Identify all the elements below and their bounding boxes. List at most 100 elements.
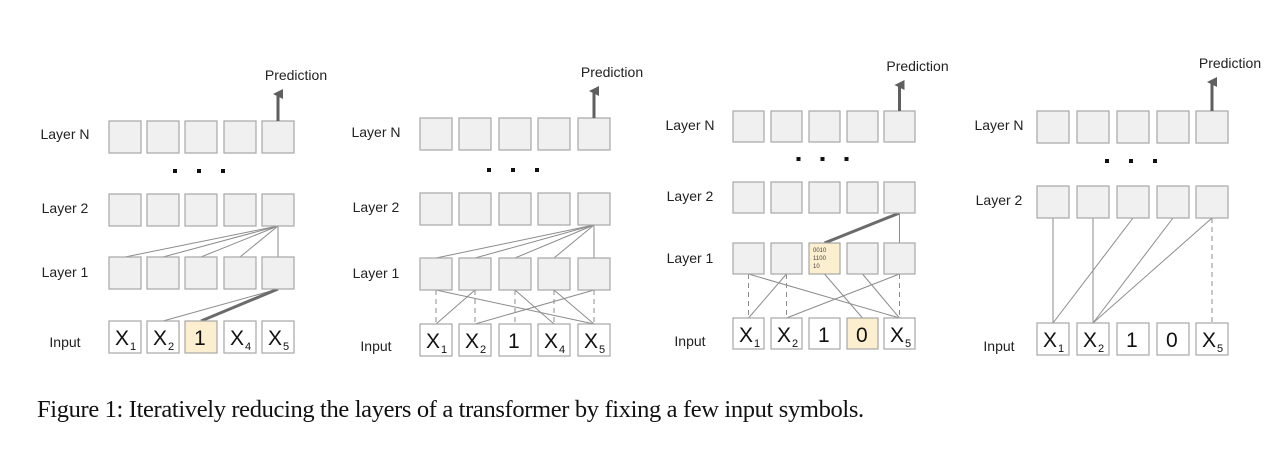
- cell-bit-text: 10: [813, 264, 820, 270]
- edge: [1052, 217, 1134, 324]
- layerN-cell: [108, 120, 142, 154]
- layerN-cell: [537, 117, 571, 151]
- input-cell: [537, 323, 571, 357]
- input-symbol: X: [153, 327, 167, 350]
- input-subscript: 5: [283, 341, 289, 353]
- ellipsis-dot: [1105, 159, 1109, 163]
- input-subscript: 1: [1058, 343, 1064, 355]
- layerN-cell: [1116, 110, 1150, 144]
- input-symbol: X: [115, 327, 129, 350]
- input-cell: [146, 320, 180, 354]
- layer1-cell: [770, 242, 803, 275]
- layer2-cell: [808, 181, 841, 214]
- row-label-layer1: Layer 1: [42, 264, 89, 280]
- layer1-cell: [108, 256, 142, 290]
- edge: [435, 289, 476, 325]
- edge: [786, 273, 900, 319]
- layer2-cell: [883, 181, 916, 214]
- layer1-cell: [498, 257, 532, 291]
- layer1-cell: [146, 256, 180, 290]
- edge: [124, 225, 279, 258]
- input-symbol: 1: [508, 330, 520, 353]
- ellipsis-dot: [796, 157, 801, 161]
- layerN-cell: [184, 120, 218, 154]
- layer1-cell: [261, 256, 295, 290]
- ellipsis-dot: [487, 168, 491, 172]
- input-cell: [1195, 322, 1229, 356]
- input-symbol: X: [890, 324, 904, 347]
- row-label-layerN: Layer N: [665, 117, 714, 133]
- input-symbol: X: [1043, 329, 1057, 352]
- layer2-cell: [1036, 185, 1070, 219]
- row-label-input: Input: [674, 333, 705, 349]
- layer1-cell: [223, 256, 257, 290]
- edge: [553, 224, 595, 259]
- row-label-layer1: Layer 1: [353, 265, 400, 281]
- edge: [474, 224, 595, 259]
- row-label-input: Input: [360, 338, 391, 354]
- input-cell: [458, 323, 492, 357]
- input-symbol: 0: [1166, 329, 1178, 352]
- layerN-cell: [577, 117, 611, 151]
- prediction-label: Prediction: [886, 58, 948, 74]
- layerN-cell: [223, 120, 257, 154]
- input-subscript: 5: [1217, 343, 1223, 355]
- input-subscript: 1: [130, 341, 136, 353]
- input-cell: [184, 320, 218, 354]
- edge: [1092, 217, 1174, 324]
- layer2-cell: [1195, 185, 1229, 219]
- input-symbol: X: [426, 330, 440, 353]
- edge: [748, 273, 787, 319]
- layer1-cell: [537, 257, 571, 291]
- edge: [435, 224, 595, 259]
- edge: [239, 225, 279, 258]
- input-subscript: 2: [792, 338, 798, 350]
- row-label-layerN: Layer N: [351, 124, 400, 140]
- layerN-cell: [458, 117, 492, 151]
- layerN-cell: [1156, 110, 1190, 144]
- input-subscript: 1: [441, 344, 447, 356]
- edge: [514, 224, 595, 259]
- layerN-cell: [883, 110, 916, 143]
- layer1-cell: [184, 256, 218, 290]
- layerN-cell: [498, 117, 532, 151]
- edge: [748, 273, 900, 319]
- cell-bit-text: 1100: [813, 256, 827, 262]
- input-cell: [1036, 322, 1070, 356]
- input-symbol: X: [268, 327, 282, 350]
- input-cell: [1076, 322, 1110, 356]
- layer1-cell: [577, 257, 611, 291]
- input-cell: [808, 317, 841, 350]
- input-subscript: 1: [754, 338, 760, 350]
- layer1-cell: [883, 242, 916, 275]
- prediction-label: Prediction: [581, 64, 643, 80]
- row-label-input: Input: [49, 334, 80, 350]
- input-symbol: X: [777, 324, 791, 347]
- layerN-cell: [146, 120, 180, 154]
- input-symbol: X: [465, 330, 479, 353]
- row-label-layer2: Layer 2: [353, 199, 400, 215]
- edge: [200, 225, 279, 258]
- ellipsis-dot: [221, 169, 225, 173]
- layerN-cell: [732, 110, 765, 143]
- ellipsis-dot: [1153, 159, 1157, 163]
- ellipsis-dot: [1129, 159, 1133, 163]
- strong-edge: [200, 287, 279, 323]
- layer2-cell: [261, 193, 295, 227]
- ellipsis-dot: [820, 157, 825, 161]
- edges: [124, 225, 279, 323]
- layer2-cell: [223, 193, 257, 227]
- layer2-cell: [577, 192, 611, 226]
- layer2-cell: [1116, 185, 1150, 219]
- input-symbol: X: [1202, 329, 1216, 352]
- layer1-cell: [846, 242, 879, 275]
- row-label-layer2: Layer 2: [976, 192, 1023, 208]
- prediction-label: Prediction: [1199, 55, 1261, 71]
- input-cell: [770, 317, 803, 350]
- layer2-cell: [770, 181, 803, 214]
- ellipsis-dot: [535, 168, 539, 172]
- edges: [748, 211, 901, 319]
